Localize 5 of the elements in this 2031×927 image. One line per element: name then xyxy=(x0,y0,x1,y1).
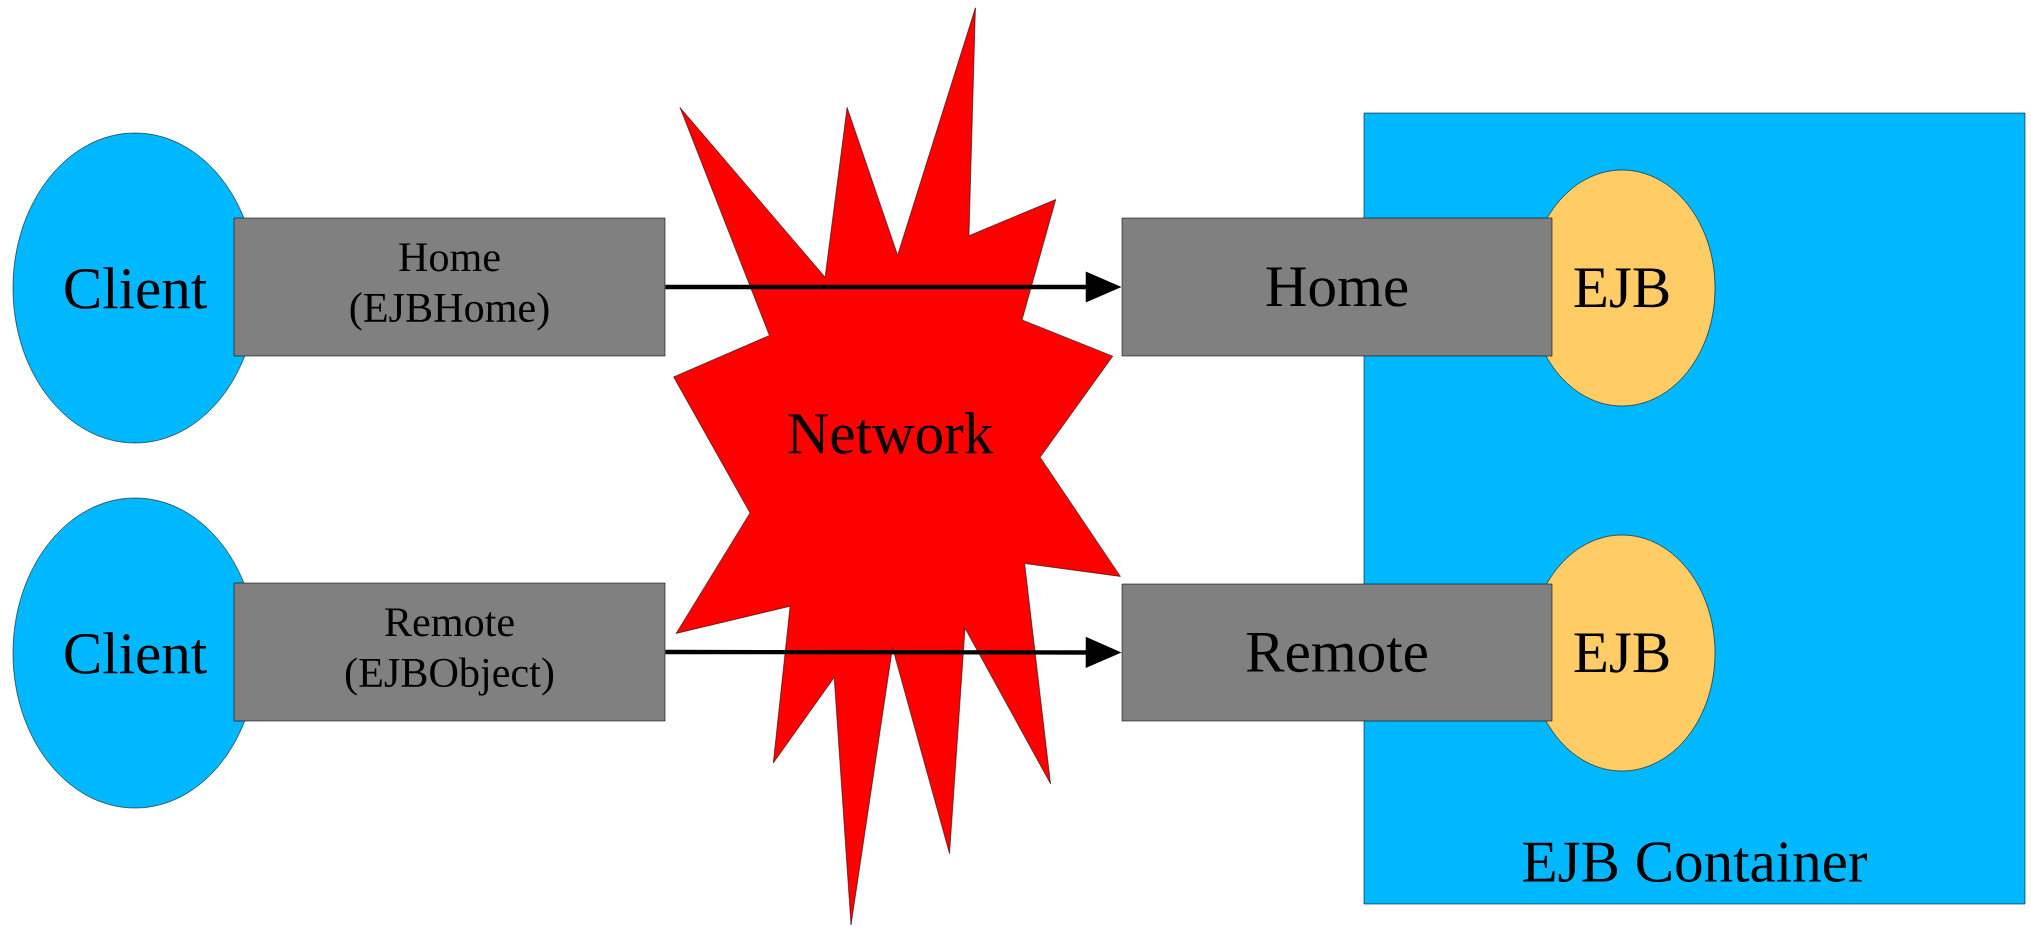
interface-box: Home (EJBHome) xyxy=(233,217,666,357)
interface-box: Home xyxy=(1121,217,1553,357)
interface-box: Remote (EJBObject) xyxy=(233,582,666,722)
interface-box: Remote xyxy=(1121,583,1553,722)
network-label: Network xyxy=(788,412,994,454)
